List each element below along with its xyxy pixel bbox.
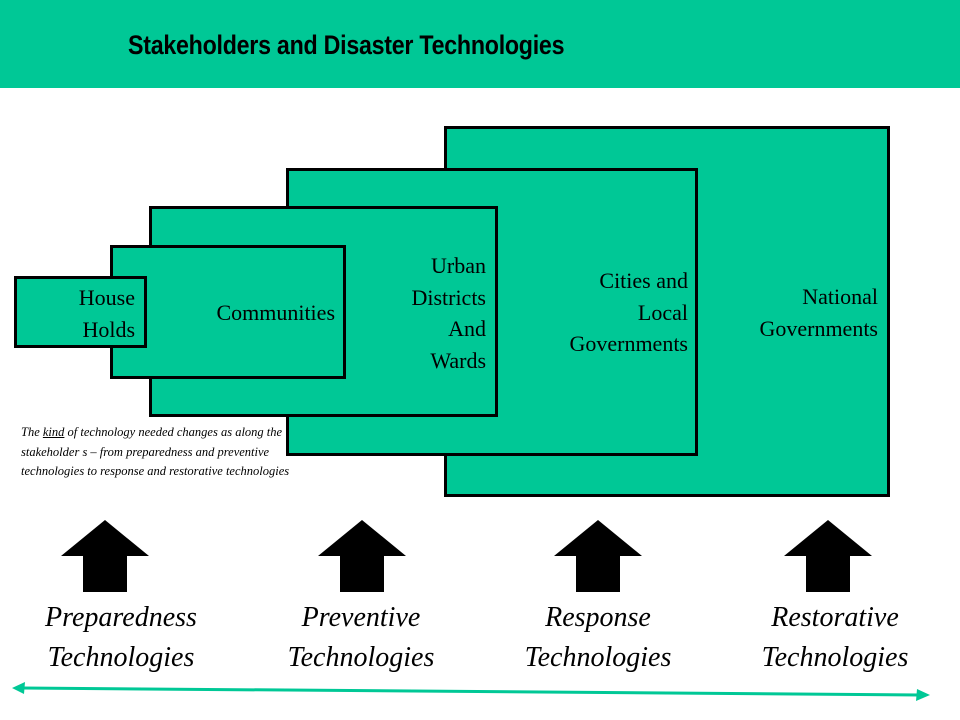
up-arrow-icon bbox=[318, 520, 406, 592]
label-preparedness-technologies: Preparedness Technologies bbox=[45, 602, 197, 673]
up-arrow-icon bbox=[554, 520, 642, 592]
label-restorative-technologies: Restorative Technologies bbox=[761, 602, 909, 673]
label-urban-districts-wards: Urban Districts And Wards bbox=[411, 253, 486, 373]
label-preventive-technologies: Preventive Technologies bbox=[287, 602, 435, 673]
header-band bbox=[0, 0, 960, 88]
slide-title: Stakeholders and Disaster Technologies bbox=[128, 30, 565, 60]
note-suffix: of technology needed changes as along th… bbox=[21, 425, 290, 479]
explanatory-note: The kind of technology needed changes as… bbox=[21, 423, 291, 482]
label-communities: Communities bbox=[216, 300, 335, 325]
label-cities-local-governments: Cities and Local Governments bbox=[569, 268, 688, 356]
note-emphasis: kind bbox=[42, 425, 65, 439]
note-prefix: The bbox=[21, 425, 43, 439]
label-households: House Holds bbox=[78, 285, 135, 342]
label-national-governments: National Governments bbox=[759, 284, 878, 341]
up-arrow-icon bbox=[784, 520, 872, 592]
double-headed-arrow-icon bbox=[12, 682, 930, 701]
box-households bbox=[14, 276, 147, 348]
label-response-technologies: Response Technologies bbox=[524, 602, 672, 673]
up-arrow-icon bbox=[61, 520, 149, 592]
